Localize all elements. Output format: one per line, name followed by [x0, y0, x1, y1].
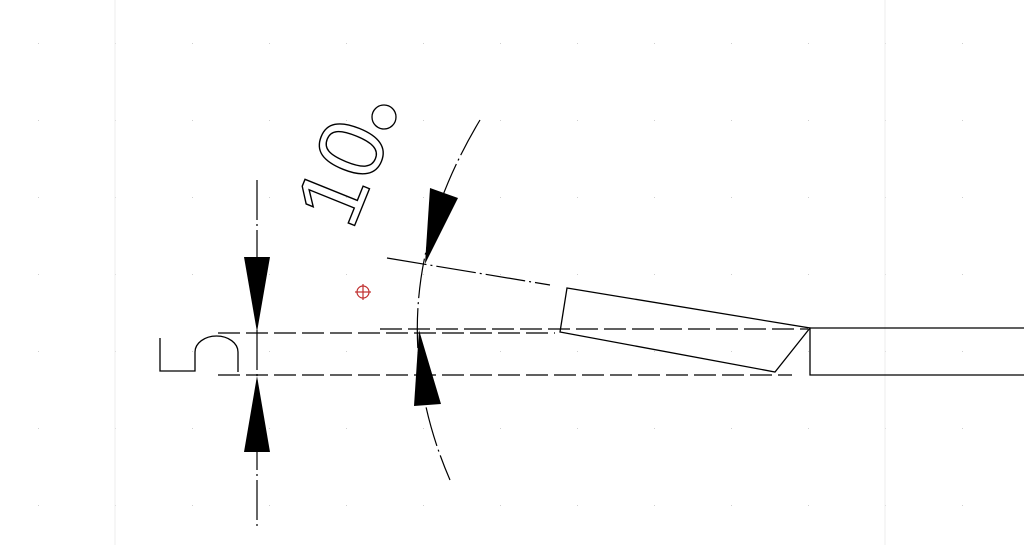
grid-dot: [808, 505, 809, 506]
grid-dot: [423, 505, 424, 506]
grid-dot: [192, 351, 193, 352]
arrow-up-icon: [244, 376, 270, 452]
grid-dot: [962, 197, 963, 198]
grid-dot: [577, 43, 578, 44]
grid-dot: [962, 428, 963, 429]
grid-dot: [423, 43, 424, 44]
grid-dot: [192, 505, 193, 506]
grid-dot: [731, 274, 732, 275]
grid-dot: [38, 351, 39, 352]
grid-dot: [423, 274, 424, 275]
grid-dot: [500, 428, 501, 429]
grid-dot: [423, 120, 424, 121]
arrow-arc-down-icon: [425, 188, 458, 264]
profile-notch[interactable]: [159, 335, 239, 372]
grid-dot: [731, 505, 732, 506]
arrow-down-icon: [244, 257, 270, 332]
grid-dot: [346, 197, 347, 198]
angle-dimension-text[interactable]: 10: [275, 106, 409, 241]
grid-dot: [654, 120, 655, 121]
grid-dot: [808, 274, 809, 275]
grid-dot: [269, 351, 270, 352]
grid: [38, 43, 963, 506]
grid-dot: [346, 120, 347, 121]
grid-dot: [731, 120, 732, 121]
grid-dot: [500, 351, 501, 352]
grid-dot: [423, 428, 424, 429]
tilted-part[interactable]: [559, 287, 812, 373]
grid-dot: [269, 43, 270, 44]
grid-dot: [269, 120, 270, 121]
grid-dot: [346, 274, 347, 275]
dimension-arc[interactable]: [416, 119, 481, 481]
grid-dot: [577, 274, 578, 275]
grid-dot: [731, 197, 732, 198]
grid-dot: [654, 505, 655, 506]
grid-dot: [346, 428, 347, 429]
extension-line-angle[interactable]: [386, 257, 551, 286]
base-part[interactable]: [809, 327, 1024, 376]
grid-dot: [577, 428, 578, 429]
grid-dot: [808, 351, 809, 352]
grid-dot: [654, 197, 655, 198]
grid-dot: [192, 43, 193, 44]
grid-dot: [269, 428, 270, 429]
grid-dot: [38, 120, 39, 121]
grid-dot: [192, 197, 193, 198]
grid-dot: [731, 351, 732, 352]
grid-dot: [423, 197, 424, 198]
grid-dot: [269, 197, 270, 198]
grid-dot: [38, 43, 39, 44]
grid-dot: [38, 274, 39, 275]
grid-dot: [269, 505, 270, 506]
grid-dot: [577, 351, 578, 352]
grid-dot: [346, 43, 347, 44]
grid-dot: [654, 274, 655, 275]
grid-dot: [346, 351, 347, 352]
grid-dot: [731, 43, 732, 44]
grid-dot: [192, 120, 193, 121]
degree-symbol: [371, 104, 397, 130]
grid-dot: [808, 43, 809, 44]
grid-dot: [192, 274, 193, 275]
grid-dot: [962, 351, 963, 352]
grid-dot: [500, 274, 501, 275]
grid-dot: [500, 197, 501, 198]
arrow-arc-up-icon: [414, 330, 441, 406]
grid-dot: [962, 505, 963, 506]
grid-dot: [500, 120, 501, 121]
grid-dot: [269, 274, 270, 275]
grid-dot: [500, 505, 501, 506]
grid-dot: [577, 505, 578, 506]
grid-dot: [808, 197, 809, 198]
grid-dot: [654, 43, 655, 44]
grid-dot: [962, 274, 963, 275]
grid-dot: [38, 428, 39, 429]
grid-dot: [38, 505, 39, 506]
grid-dot: [731, 428, 732, 429]
grid-dot: [500, 43, 501, 44]
grid-dot: [346, 505, 347, 506]
grid-dot: [192, 428, 193, 429]
crosshair-circle-icon[interactable]: [355, 284, 371, 300]
grid-dot: [577, 197, 578, 198]
grid-dot: [577, 120, 578, 121]
grid-dot: [962, 43, 963, 44]
grid-dot: [808, 428, 809, 429]
grid-dot: [654, 351, 655, 352]
grid-dot: [654, 428, 655, 429]
grid-dot: [808, 120, 809, 121]
grid-dot: [962, 120, 963, 121]
grid-dot: [38, 197, 39, 198]
